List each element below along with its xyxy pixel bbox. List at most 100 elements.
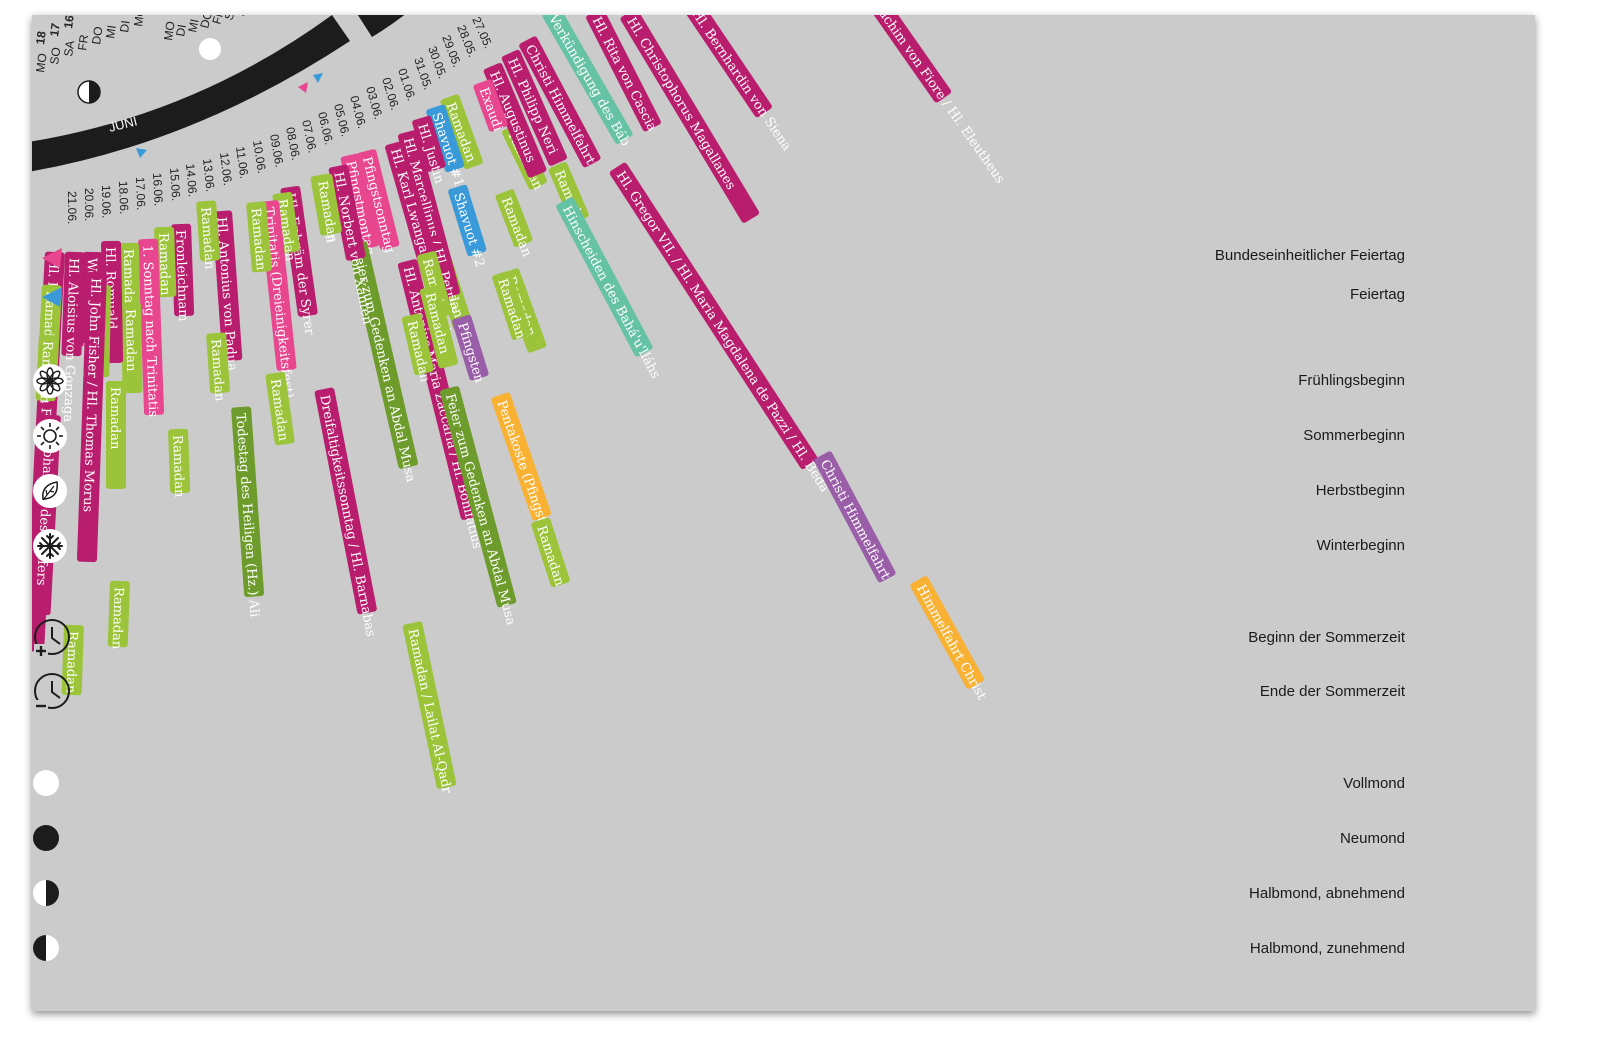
event-bar-rect [417,251,453,319]
weekday-label: SA [61,40,77,58]
event-bar-rect [196,200,220,262]
legend-sommer-label: Sommerbeginn [1303,427,1405,444]
clock-minus-icon [34,673,70,710]
event-bar-rect [440,386,517,608]
date-label: 14.06. [183,163,200,197]
legend-fruehling-label: Frühlingsbeginn [1298,372,1405,389]
event-bar: Ramadan [107,580,130,650]
legend-winter-label: Winterbeginn [1316,537,1405,554]
event-bar-label: Ramadan [109,587,126,650]
waning-half-moon-icon [33,880,59,906]
event-bar-label: Hl. Gregor VII. / Hl. Maria Magdalena de… [613,169,832,495]
event-bar-rect [814,451,896,583]
event-bar-rect [171,223,195,317]
legend-halbmond-zu-label: Halbmond, zunehmend [1249,940,1405,957]
event-bar-rect [328,164,366,261]
legend-halbmond-ab-label: Halbmond, abnehmend [1249,885,1405,902]
event-bar-rect [542,15,633,144]
day-number-label: 16 [61,15,77,29]
weekday-label: SO [47,46,63,65]
date-label: 19.06. [99,185,114,219]
event-bar-rect [231,406,265,598]
date-label: 11.06. [233,145,251,179]
event-bar: Ramadan [121,302,143,394]
weekday-label: MO [131,15,148,27]
event-bar-rect [265,371,295,446]
event-bar: Pfingsten [452,314,489,385]
weekday-label: MI [185,18,201,34]
legend-neumond-label: Neumond [1339,830,1405,847]
weekday-label: FR [209,15,227,26]
date-label: 20.06. [82,188,96,221]
legend-bundes-feiertag-label: Bundeseinheitlicher Feiertag [1214,247,1405,264]
event-bar-rect [76,271,107,563]
event-bar-rect [483,63,547,178]
event-bar-rect [246,201,272,273]
event-bar-rect [492,270,531,340]
event-bar: Ramadan / Lailat Al-Qadr [402,621,457,796]
sun-icon [33,419,67,453]
event-bar-label: 1. Sonntag nach Trinitatis [139,245,160,417]
event-bar: Ramadan [196,200,220,271]
date-label: 13.06. [200,158,217,193]
event-bar: Ramadan [265,371,295,446]
leaf-icon [33,474,67,508]
event-bar-rect [401,313,434,376]
event-bar-rect [473,79,508,132]
event-bar: Christi Himmelfahrt [814,451,896,583]
event-bar-rect [398,130,460,299]
flower-icon [33,364,67,398]
snowflake-icon [33,529,67,563]
event-bar-rect [440,94,483,170]
event-bar-rect [32,414,61,616]
date-label: 08.06. [283,126,303,161]
legend-herbst-label: Herbstbeginn [1315,482,1405,499]
weekday-label: MI [103,24,119,39]
day-number-label: 17 [47,22,63,37]
event-bar-rect [107,580,130,648]
event-bar-label: Ramadan [498,195,535,259]
event-bar-label: Ramadan [107,387,122,450]
event-bar-rect [168,428,191,494]
event-bar: 1. Sonntag nach Trinitatis [138,238,165,417]
event-bar: Ramadan [495,189,535,260]
event-bar-label: Christi Himmelfahrt [817,457,893,582]
event-bar-rect [212,210,243,362]
month-ring: JUNI [32,15,405,172]
date-label: 15.06. [167,167,183,201]
month-ring-segment-prev [357,15,405,37]
event-bar-label: Hl. Joachim von Fiore / Hl. Eleutheus [854,15,1007,186]
event-bar-rect [154,226,177,298]
event-bar-rect [519,36,601,168]
event-bar: Hl. Joachim von Fiore / Hl. Eleutheus [850,15,1007,186]
event-bar-label: Ramadan [155,233,172,296]
event-bar-label: Ramadan [248,207,268,271]
event-bar-rect [684,15,772,118]
calendar-wheel: Hl. Joachim von Fiore / Hl. EleutheusHl.… [32,15,1007,796]
event-bar-label: Ramadan / Lailat Al-Qadr [404,628,454,796]
event-bar-rect [850,15,952,103]
weekday-label: SO [234,15,253,18]
feiertag-marker [298,82,308,93]
event-bar-rect [106,381,126,489]
event-bar-rect [620,15,760,223]
legend-sommerzeit-ende-label: Ende der Sommerzeit [1259,683,1405,700]
weekday-label: DI [173,23,189,37]
weekday-label: SA [222,15,240,22]
event-bar-rect [121,302,143,394]
event-bar-label: Ramadan [207,339,226,403]
event-bar-rect [910,576,984,689]
event-bar-rect [419,285,458,369]
event-bar-label: Ramadan [122,309,138,372]
event-bar-label: Ramadan [197,207,216,271]
event-bar-rect [61,251,85,357]
legend-sommerzeit-beginn-label: Beginn der Sommerzeit [1248,629,1405,646]
event-bar-rect [448,184,487,257]
day-number-label: 18 [33,30,49,45]
waxing-half-moon-icon [33,935,59,961]
feiertag-marker [313,73,323,83]
legend-feiertag-label: Feiertag [1349,286,1405,303]
event-bar-rect [138,238,165,416]
event-bar-rect [586,15,661,132]
